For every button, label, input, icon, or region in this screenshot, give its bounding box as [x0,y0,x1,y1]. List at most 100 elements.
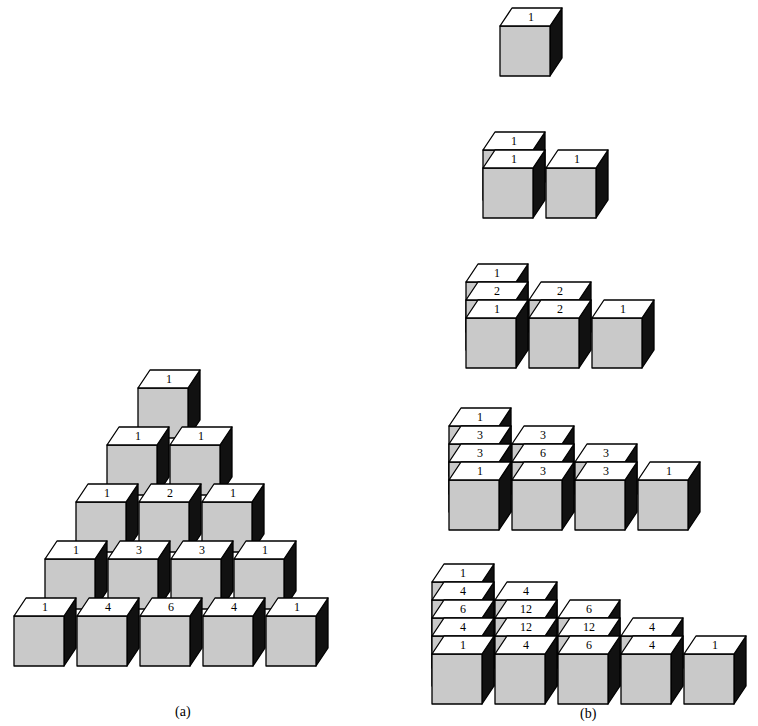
cube-top-face [139,484,201,502]
cube-number: 1 [690,636,740,654]
cube-top-face [45,541,107,559]
cube-top-face [171,541,233,559]
cube-top-face [495,600,557,618]
cube-top-face [466,282,528,300]
number-cube: 1 [266,598,328,666]
cube-number: 3 [518,462,568,480]
cube-number: 1 [208,484,258,502]
cube-front-face [495,654,545,704]
cube-number: 3 [114,541,164,559]
cube-top-face [14,598,76,616]
cube-top-face [512,426,574,444]
cube-top-face [449,426,511,444]
number-cube: 4 [495,636,557,704]
cube-top-face [202,484,264,502]
cube-number: 1 [82,484,132,502]
cube-top-face [495,582,557,600]
cube-number: 1 [272,598,322,616]
cube-number: 3 [581,462,631,480]
number-cube: 6 [558,636,620,704]
number-cube: 4 [77,598,139,666]
number-cube: 1 [684,636,746,704]
cube-top-face [170,427,232,445]
cube-number: 4 [501,636,551,654]
cube-number: 1 [455,462,505,480]
cube-number: 1 [472,264,522,282]
cube-number: 1 [240,541,290,559]
cube-top-face [77,598,139,616]
number-cube: 1 [14,598,76,666]
cube-number: 4 [627,636,677,654]
cube-front-face [621,654,671,704]
cube-top-face [529,282,591,300]
part-label: (a) [175,704,191,720]
cube-number: 6 [564,600,614,618]
cube-top-face [621,636,683,654]
cube-number: 3 [581,444,631,462]
cube-number: 3 [518,426,568,444]
cube-top-face [638,462,700,480]
cube-top-face [466,264,528,282]
cube-top-face [76,484,138,502]
part-label: (b) [580,706,596,722]
cube-front-face [592,318,642,368]
cube-top-face [449,462,511,480]
number-cube: 1 [546,150,608,218]
cube-top-face [449,444,511,462]
cube-number: 4 [83,598,133,616]
cube-number: 6 [438,600,488,618]
number-cube: 1 [592,300,654,368]
cube-front-face [575,480,625,530]
number-cube: 1 [466,300,528,368]
cube-top-face [266,598,328,616]
cube-front-face [266,616,316,666]
cube-top-face [138,370,200,388]
cube-top-face [432,564,494,582]
cube-number: 1 [506,8,556,26]
cube-top-face [107,427,169,445]
cube-top-face [558,600,620,618]
cube-number: 3 [455,444,505,462]
cube-top-face [558,636,620,654]
cube-number: 4 [209,598,259,616]
cube-top-face [449,408,511,426]
cube-number: 1 [176,427,226,445]
cube-number: 4 [501,582,551,600]
number-cube: 4 [621,636,683,704]
cube-top-face [140,598,202,616]
cube-front-face [140,616,190,666]
number-cube: 1 [500,8,562,76]
cube-front-face [77,616,127,666]
cube-top-face [432,636,494,654]
cube-front-face [483,168,533,218]
number-cube: 1 [432,636,494,704]
cube-top-face [108,541,170,559]
number-cube: 4 [203,598,265,666]
cube-number: 2 [535,282,585,300]
cube-front-face [529,318,579,368]
cube-number: 1 [144,370,194,388]
cube-number: 12 [501,618,551,636]
cube-top-face [546,150,608,168]
number-cube: 6 [140,598,202,666]
cube-number: 1 [489,150,539,168]
cube-top-face [234,541,296,559]
cube-top-face [592,300,654,318]
cube-number: 1 [489,132,539,150]
number-cube: 1 [483,150,545,218]
cube-number: 1 [438,636,488,654]
cube-number: 3 [455,426,505,444]
cube-number: 6 [518,444,568,462]
cube-number: 1 [113,427,163,445]
number-cube: 3 [575,462,637,530]
cube-top-face [558,618,620,636]
cube-front-face [14,616,64,666]
cube-top-face [529,300,591,318]
number-cube: 1 [449,462,511,530]
cube-top-face [575,444,637,462]
cube-top-face [466,300,528,318]
cube-top-face [495,618,557,636]
cube-top-face [575,462,637,480]
cube-top-face [203,598,265,616]
